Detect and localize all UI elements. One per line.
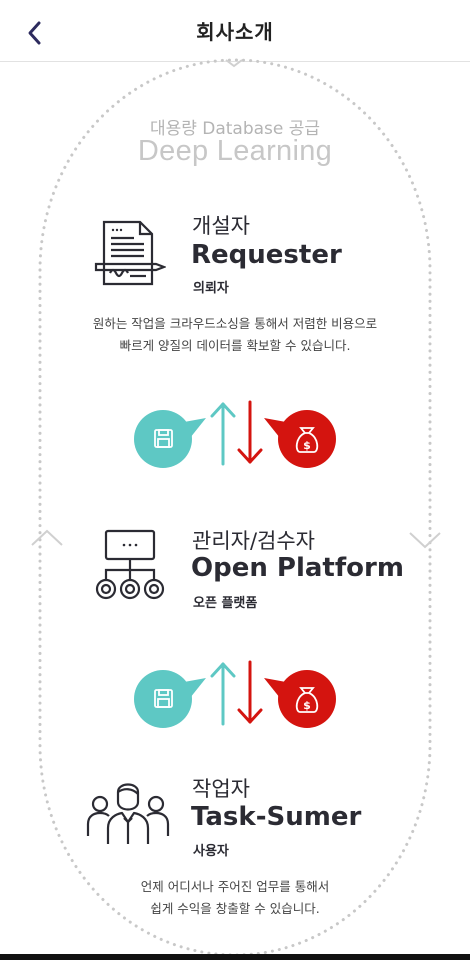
save-data-bubble-icon	[134, 410, 206, 468]
tasksumer-description: 언제 어디서나 주어진 업무를 통해서 쉽게 수익을 창출할 수 있습니다.	[0, 876, 470, 920]
page-title: 회사소개	[196, 20, 274, 44]
bottom-system-bar	[0, 954, 470, 960]
tasksumer-subtitle: 사용자	[193, 844, 229, 859]
chevron-down-icon[interactable]	[408, 530, 442, 550]
platform-title-ko: 관리자/검수자	[192, 529, 315, 553]
requester-description-line-2: 빠르게 양질의 데이터를 확보할 수 있습니다.	[119, 338, 351, 353]
requester-description-line-1: 원하는 작업을 크라우드소싱을 통해서 저렴한 비용으로	[92, 316, 378, 331]
requester-title-ko: 개설자	[192, 214, 250, 238]
back-arrow-icon[interactable]	[20, 18, 50, 48]
chevron-up-icon[interactable]	[30, 528, 64, 548]
top-chevron-icon	[225, 59, 243, 68]
people-group-icon	[86, 783, 170, 844]
money-bag-bubble-icon-2: $	[264, 670, 336, 728]
platform-title-en: Open Platform	[191, 553, 404, 583]
tasksumer-title-en: Task-Sumer	[191, 802, 362, 832]
money-bag-bubble-icon: $	[264, 410, 336, 468]
platform-subtitle: 오픈 플랫폼	[193, 596, 258, 611]
exchange-arrows-icon-2	[210, 660, 263, 726]
svg-text:$: $	[303, 439, 311, 452]
requester-description: 원하는 작업을 크라우드소싱을 통해서 저렴한 비용으로 빠르게 양질의 데이터…	[0, 313, 470, 357]
document-contract-icon	[94, 220, 166, 286]
requester-subtitle: 의뢰자	[193, 281, 229, 296]
tasksumer-description-line-2: 쉽게 수익을 창출할 수 있습니다.	[150, 901, 320, 916]
requester-title-en: Requester	[191, 240, 342, 270]
svg-text:$: $	[303, 699, 311, 712]
save-data-bubble-icon-2	[134, 670, 206, 728]
exchange-arrows-icon	[210, 400, 263, 466]
tasksumer-description-line-1: 언제 어디서나 주어진 업무를 통해서	[140, 879, 330, 894]
tagline-korean: 대용량 Database 공급	[149, 119, 321, 139]
app-header: 회사소개	[0, 0, 470, 62]
tasksumer-title-ko: 작업자	[192, 777, 250, 801]
network-hierarchy-icon	[95, 529, 165, 600]
tagline-english: Deep Learning	[137, 135, 333, 167]
